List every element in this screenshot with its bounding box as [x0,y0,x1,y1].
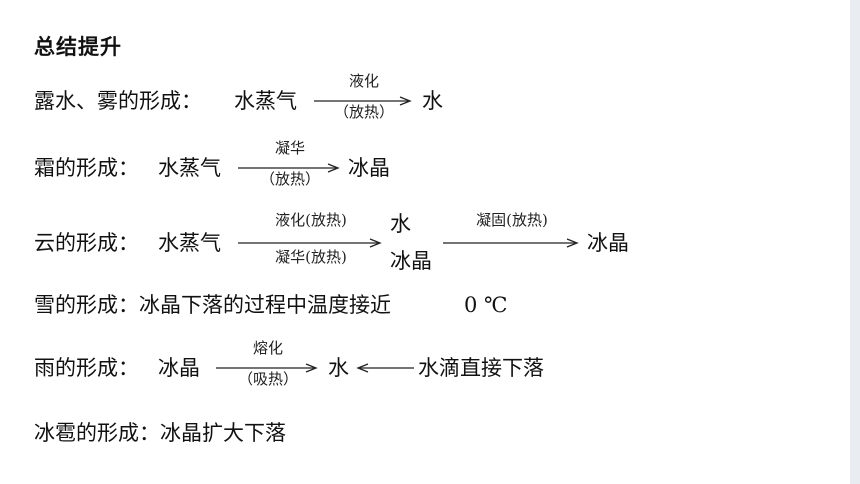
cloud-to-lower: 冰晶 [390,249,432,273]
frost-from: 水蒸气 [158,156,221,180]
frost-arrow: 凝华 （放热） [238,139,342,188]
hail-line: 冰雹的形成：冰晶扩大下落 [34,418,434,448]
dew-arrow: 液化 （放热） [314,72,414,121]
frost-line: 霜的形成： 水蒸气 凝华 （放热） 冰晶 [34,139,594,188]
frost-arrow-bottom-label: （放热） [259,170,320,188]
dew-from: 水蒸气 [234,89,297,113]
rain-arrow-icon [216,363,318,373]
cloud-from: 水蒸气 [158,231,221,255]
cloud-to-final: 冰晶 [587,231,629,255]
rain-back-arrow [356,353,416,383]
frost-arrow-top-label: 凝华 [274,139,305,157]
dew-arrow-bottom-label: （放热） [333,103,394,121]
dew-arrow-icon [314,96,412,106]
rain-source: 水滴直接下落 [418,356,544,380]
page-title: 总结提升 [34,35,122,59]
snow-line: 雪的形成：冰晶下落的过程中温度接近 0 ℃ [34,290,534,320]
rain-to: 水 [328,356,349,380]
rain-arrow-bottom-label: （吸热） [237,370,298,388]
rain-arrow: 熔化 （吸热） [216,339,320,388]
side-bar [850,0,860,484]
dew-to: 水 [422,89,443,113]
dew-fog-line: 露水、雾的形成： 水蒸气 液化 （放热） 水 [34,72,594,121]
cloud-right-arrow-icon [443,238,579,248]
frost-arrow-icon [238,163,340,173]
hail-text: 冰雹的形成：冰晶扩大下落 [34,421,286,445]
dew-label: 露水、雾的形成： [34,89,202,113]
rain-label: 雨的形成： [34,356,139,380]
cloud-label: 云的形成： [34,231,139,255]
cloud-fork-arrow: 液化(放热) 凝华(放热) [238,211,384,266]
cloud-arrow-upper-label: 液化(放热) [275,211,347,229]
cloud-arrow-right-label: 凝固(放热) [476,211,548,229]
cloud-to-upper: 水 [390,212,411,236]
rain-arrow-top-label: 熔化 [252,339,283,357]
cloud-fork-arrow-icon [238,238,382,248]
rain-line: 雨的形成： 冰晶 熔化 （吸热） 水 水滴直接下落 [34,339,594,388]
cloud-line: 云的形成： 水蒸气 液化(放热) 凝华(放热) 水 冰晶 凝固(放热) 冰晶 [34,211,654,273]
frost-to: 冰晶 [348,156,390,180]
rain-from: 冰晶 [158,356,200,380]
snow-text: 雪的形成：冰晶下落的过程中温度接近 [34,293,391,317]
dew-arrow-top-label: 液化 [348,72,379,90]
cloud-arrow-lower-label: 凝华(放热) [275,248,347,266]
snow-temp: 0 ℃ [464,293,508,317]
cloud-right-arrow: 凝固(放热) [443,211,581,258]
frost-label: 霜的形成： [34,156,139,180]
rain-back-arrow-icon [356,363,414,373]
